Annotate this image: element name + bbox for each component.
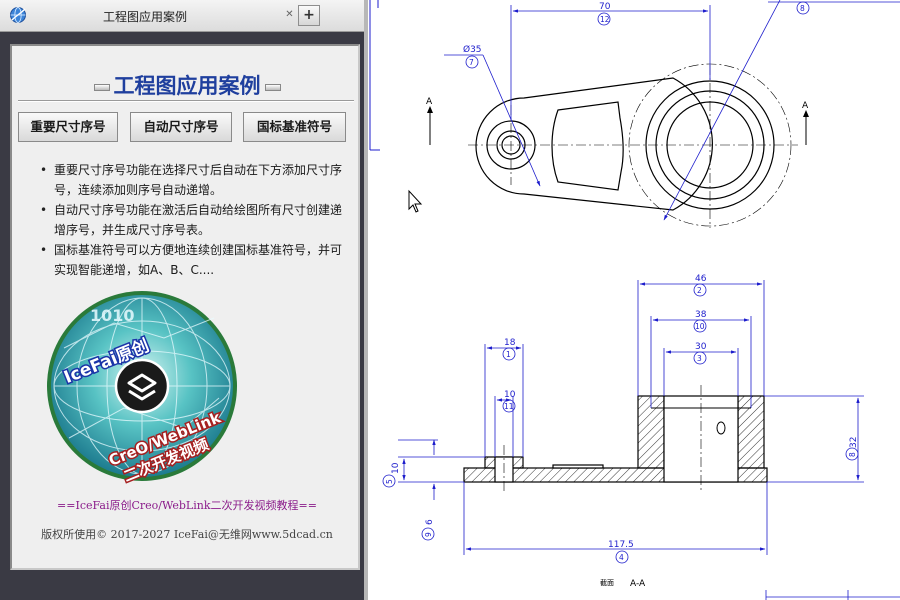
- dim-46-value: 46: [695, 274, 707, 284]
- logo-binary-text: 1010: [90, 306, 135, 325]
- icefai-logo-disc: 1010 IceFai原创 CreO/WebLink 二次开发视频: [47, 291, 237, 484]
- dim-10-value: 10: [504, 390, 516, 400]
- section-mark-right: A: [802, 101, 809, 111]
- promo-text: ==IceFai原创Creo/WebLink二次开发视频教程==: [57, 499, 317, 512]
- dim-30-value: 30: [695, 342, 707, 352]
- dim-18-seq: 1: [506, 350, 511, 359]
- new-tab-button[interactable]: +: [298, 5, 320, 26]
- panel-footer-strip: [0, 574, 366, 600]
- dim-117-seq: 4: [619, 553, 624, 562]
- dim-6-value: 6: [425, 519, 435, 525]
- auto-dimension-number-button[interactable]: 自动尺寸序号: [130, 112, 232, 142]
- gb-datum-symbol-button[interactable]: 国标基准符号: [243, 112, 346, 142]
- dim-38-value: 38: [695, 310, 707, 320]
- list-item: 国标基准符号可以方便地连续创建国标基准符号，并可实现智能递增，如A、B、C...…: [40, 240, 352, 280]
- list-item: 重要尺寸序号功能在选择尺寸后自动在下方添加尺寸序号，连续添加则序号自动递增。: [40, 160, 352, 200]
- close-icon[interactable]: ✕: [285, 9, 294, 20]
- panel-content: 工程图应用案例 重要尺寸序号 自动尺寸序号 国标基准符号 重要尺寸序号功能在选择…: [2, 32, 364, 574]
- dim-10-seq: 11: [504, 402, 514, 411]
- dim-46-seq: 2: [697, 286, 702, 295]
- section-caption-label: 截面: [600, 578, 614, 587]
- dim-32-value: 32: [849, 437, 859, 448]
- section-view: 46 2 38 10 30 3 18 1 10 11 32 8 10 5 6 9: [382, 274, 864, 589]
- tab-title[interactable]: 工程图应用案例: [102, 10, 187, 24]
- corner-seq: 8: [800, 4, 805, 13]
- dim-70-seq: 12: [600, 15, 610, 24]
- section-mark-left: A: [426, 97, 433, 107]
- page-title: 工程图应用案例: [12, 70, 362, 100]
- engineering-drawing: A A 70 12 Ø35 7 8: [369, 0, 900, 600]
- page-title-text: 工程图应用案例: [113, 73, 261, 98]
- dim-32-seq: 8: [848, 452, 857, 457]
- app-globe-icon: [10, 7, 26, 23]
- dim-dia35-value: Ø35: [463, 44, 482, 55]
- tab-bar: 工程图应用案例 ✕ +: [0, 0, 366, 32]
- dim-10b-value: 10: [391, 462, 401, 474]
- decor-bar-right: [264, 84, 281, 91]
- selection-bracket: [369, 0, 380, 151]
- section-caption-name: A-A: [630, 579, 646, 589]
- dim-30-seq: 3: [697, 354, 702, 363]
- copyright-text: 版权所使用© 2017-2027 IceFai@无维网www.5dcad.cn: [41, 528, 333, 541]
- list-item: 自动尺寸序号功能在激活后自动给绘图所有尺寸创建递增序号，并生成尺寸序号表。: [40, 200, 352, 240]
- dim-6-seq: 9: [424, 532, 433, 537]
- side-panel: 工程图应用案例 ✕ + 工程图应用案例 重要尺寸序号 自动尺寸序号 国标基准符号…: [0, 0, 366, 600]
- dim-70-value: 70: [599, 2, 611, 12]
- drawing-sheet[interactable]: A A 70 12 Ø35 7 8: [368, 0, 900, 600]
- dim-dia35-seq: 7: [469, 58, 474, 67]
- feature-list: 重要尺寸序号功能在选择尺寸后自动在下方添加尺寸序号，连续添加则序号自动递增。 自…: [40, 160, 352, 280]
- dim-38-seq: 10: [695, 322, 705, 331]
- dim-seq-badge: [597, 12, 611, 26]
- dim-seq-badge: [465, 55, 479, 69]
- key-dimension-number-button[interactable]: 重要尺寸序号: [18, 112, 118, 142]
- dim-117-value: 117.5: [608, 540, 634, 550]
- divider: [18, 100, 354, 102]
- sheet-border: [765, 1, 900, 600]
- top-view: A A 70 12 Ø35 7 8: [426, 0, 810, 228]
- dim-10b-seq: 5: [385, 479, 394, 484]
- panel-splitter[interactable]: [364, 0, 368, 600]
- dim-18-value: 18: [504, 338, 516, 348]
- feature-card: 工程图应用案例 重要尺寸序号 自动尺寸序号 国标基准符号 重要尺寸序号功能在选择…: [10, 44, 360, 570]
- decor-bar-left: [93, 84, 110, 91]
- mouse-cursor-icon: [408, 189, 423, 213]
